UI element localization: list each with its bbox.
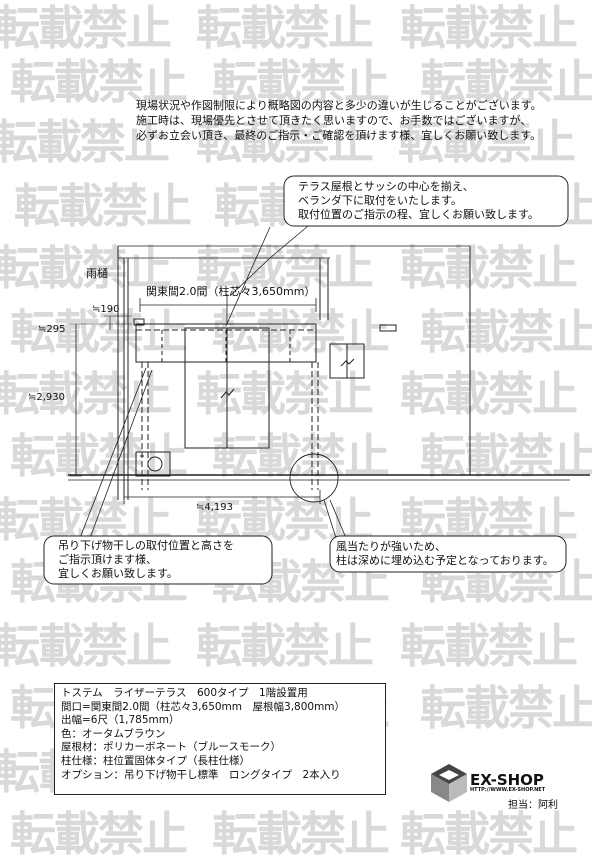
span-label: 関東間2.0間（柱芯々3,650mm） — [146, 285, 316, 298]
callout-top-line-3: 取付位置のご指示の程、宜しくお願い致します。 — [298, 208, 539, 221]
watermark: 転載禁止 — [398, 115, 576, 169]
spec-projection: 出幅=6尺（1,785mm） — [61, 714, 180, 727]
callout-left-box — [43, 535, 273, 585]
elevation-drawing — [43, 175, 590, 585]
watermark: 転載禁止 — [10, 429, 188, 483]
watermark: 転載禁止 — [400, 1, 578, 55]
callout-left-line-3: 宜しくお願い致します。 — [58, 567, 178, 580]
callout-right-pointer — [323, 499, 337, 539]
spec-color: 色：オータムブラウン — [61, 727, 166, 740]
watermark: 転載禁止 — [0, 1, 172, 55]
callout-left-line-1: 吊り下げ物干しの取付位置と高さを — [58, 539, 234, 552]
ex-shop-logo-icon — [431, 764, 467, 802]
watermark: 転載禁止 — [420, 681, 592, 735]
logo-url: HTTP://WWW.EX-SHOP.NET — [470, 787, 546, 793]
dim-190-label: ≒190 — [92, 304, 120, 315]
watermark: 転載禁止 — [10, 305, 188, 359]
callout-left-pointer — [89, 369, 153, 539]
watermark: 転載禁止 — [212, 305, 390, 359]
watermark: 転載禁止 — [0, 619, 172, 673]
watermark: 転載禁止 — [400, 241, 578, 295]
staff-label: 担当：阿利 — [508, 800, 558, 811]
callout-right-box — [329, 535, 567, 573]
watermark: 転載禁止 — [212, 55, 390, 109]
watermark: 転載禁止 — [196, 1, 374, 55]
ac-unit — [135, 451, 171, 477]
watermark: 転載禁止 — [420, 305, 592, 359]
sash-symbol — [220, 388, 235, 399]
spec-box: トステム ライザーテラス 600タイプ 1階設置用 間口=関東間2.0間（柱芯々… — [54, 683, 386, 795]
notice-line-3: 必ずお立会い頂き、最終のご指示・ご確認を頂けます様、宜しくお願い致します。 — [136, 129, 542, 142]
watermark: 転載禁止 — [400, 619, 578, 673]
callout-top-pointer — [229, 225, 309, 297]
watermark: 転載禁止 — [0, 241, 172, 295]
spec-product: トステム ライザーテラス 600タイプ 1階設置用 — [61, 687, 308, 699]
vent — [379, 324, 397, 332]
watermark: 転載禁止 — [212, 429, 390, 483]
dim-2930-label: ≒2,930 — [28, 392, 66, 403]
watermark: 転載禁止 — [420, 55, 592, 109]
callout-top-line-2: ベランダ下に取付をいたします。 — [298, 194, 462, 207]
watermark: 転載禁止 — [196, 619, 374, 673]
notice-line-1: 現場状況や作図制限により概略図の内容と多少の違いが生じることがございます。 — [136, 99, 542, 112]
callout-top-line-1: テラス屋根とサッシの中心を揃え、 — [298, 180, 474, 193]
logo-name: EX-SHOP — [470, 771, 544, 789]
spec-roof-material: 屋根材：ポリカーボネート（ブルースモーク） — [61, 741, 281, 754]
post-base-detail — [289, 453, 339, 503]
watermark: 転載禁止 — [14, 179, 192, 233]
spec-width: 間口=関東間2.0間（柱芯々3,650mm 屋根幅3,800mm） — [61, 700, 346, 713]
watermark: 転載禁止 — [196, 367, 374, 421]
spec-option: オプション：吊り下げ物干し標準 ロングタイプ 2本入り — [61, 768, 341, 781]
watermark: 転載禁止 — [196, 115, 374, 169]
watermark: 転載禁止 — [196, 241, 374, 295]
watermark: 転載禁止 — [420, 429, 592, 483]
callout-top-box — [283, 175, 569, 227]
callout-right-line-1: 風当たりが強いため、 — [336, 540, 446, 553]
notice-line-2: 施工時は、現場優先とさせて頂きたく思いますので、お手数ではございますが、 — [136, 114, 532, 127]
watermark: 転載禁止 — [10, 55, 188, 109]
watermark: 転載禁止 — [400, 367, 578, 421]
dim-295-label: ≒295 — [38, 324, 66, 335]
watermark: 転載禁止 — [0, 115, 170, 169]
callout-right-line-2: 柱は深めに埋め込む予定となっております。 — [336, 554, 554, 567]
gutter-bracket — [133, 318, 145, 326]
callout-left-line-2: ご指示頂けます様、 — [58, 553, 157, 566]
gutter-label: 雨樋 — [86, 267, 108, 280]
dim-4193-label: ≒4,193 — [196, 502, 234, 513]
spec-post-type: 柱仕様：柱位置固体タイプ（長柱仕様） — [61, 754, 250, 767]
